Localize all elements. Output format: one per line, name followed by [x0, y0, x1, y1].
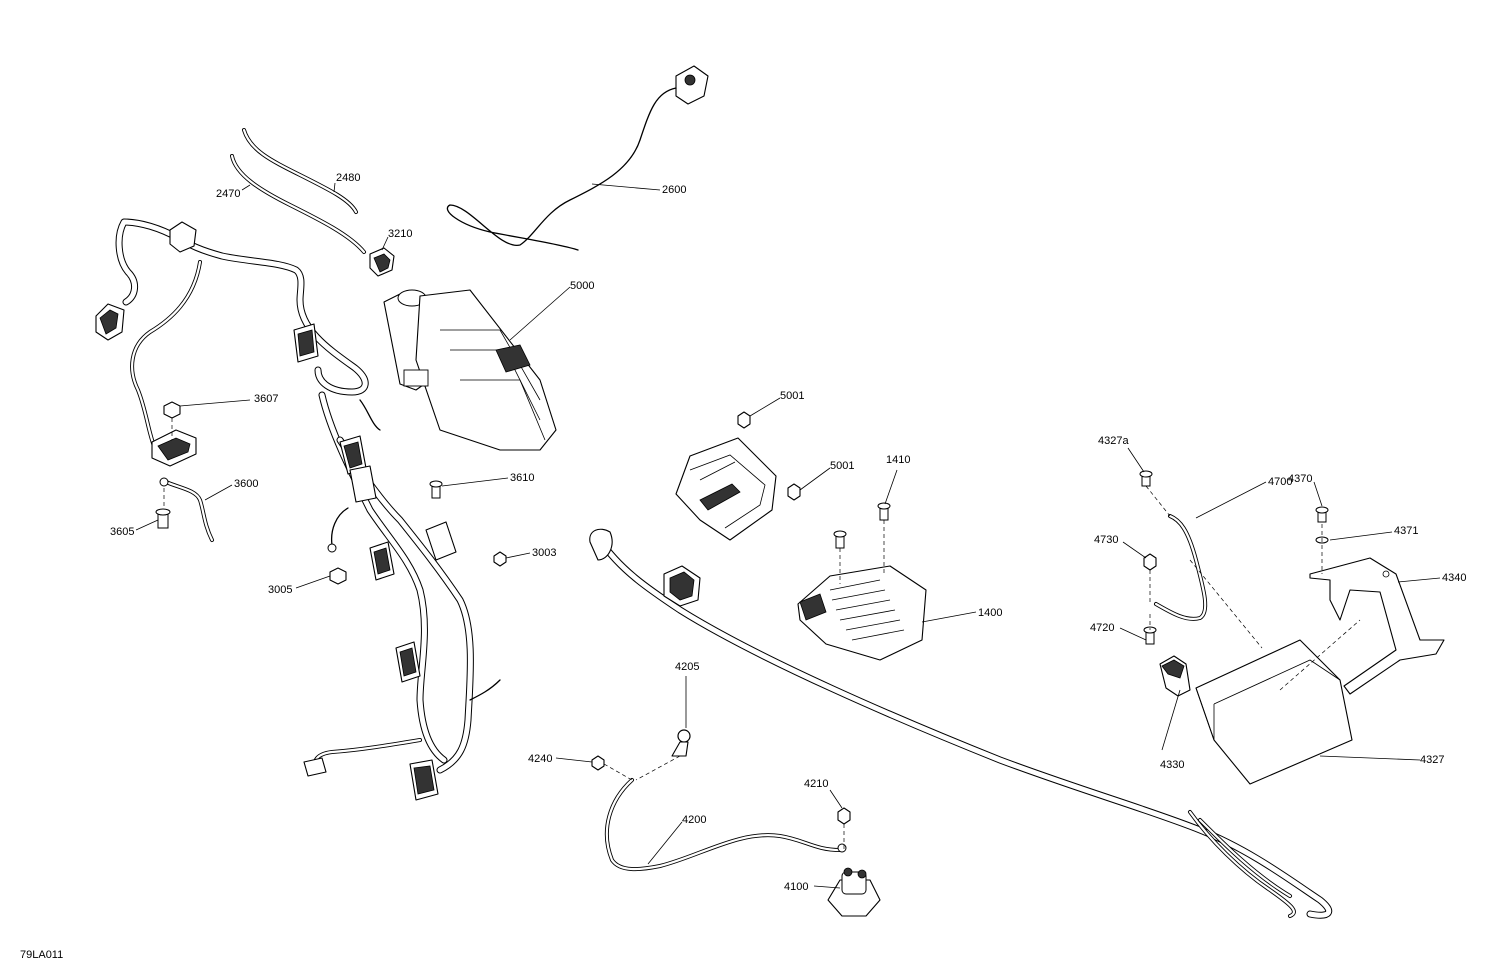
- battery-4327: [1159, 619, 1361, 785]
- fasteners-harness: [329, 480, 507, 585]
- callout-4240: 4240: [528, 753, 552, 765]
- callout-4700: 4700: [1268, 476, 1292, 488]
- callout-4205: 4205: [675, 661, 699, 673]
- callout-3610: 3610: [510, 472, 534, 484]
- vent-tubes: [230, 128, 366, 254]
- callout-4330: 4330: [1160, 759, 1184, 771]
- callout-3005: 3005: [268, 584, 292, 596]
- callout-4200: 4200: [682, 814, 706, 826]
- callout-2600: 2600: [662, 184, 686, 196]
- battery-bracket-4340: [1309, 506, 1445, 695]
- connector-3210: [369, 247, 395, 277]
- callout-4371: 4371: [1394, 525, 1418, 537]
- ecm-module-5000: [383, 289, 557, 451]
- cable-4700: [1139, 470, 1263, 649]
- callout-4327: 4327: [1420, 754, 1444, 766]
- callout-4100: 4100: [784, 881, 808, 893]
- sensor-assembly-3600: [151, 401, 214, 542]
- callout-4210: 4210: [804, 778, 828, 790]
- callout-3605: 3605: [110, 526, 134, 538]
- callout-3600: 3600: [234, 478, 258, 490]
- callout-4720: 4720: [1090, 622, 1114, 634]
- callout-4340: 4340: [1442, 572, 1466, 584]
- callout-5000: 5000: [570, 280, 594, 292]
- callout-3210: 3210: [388, 228, 412, 240]
- sensor-2600: [446, 65, 709, 251]
- callout-1410: 1410: [886, 454, 910, 466]
- callout-2480: 2480: [336, 172, 360, 184]
- callout-3607: 3607: [254, 393, 278, 405]
- cable-4200-solenoid-4100: [591, 729, 881, 917]
- main-wiring-harness: [95, 218, 501, 801]
- callout-4370: 4370: [1288, 473, 1312, 485]
- callout-3003: 3003: [532, 547, 556, 559]
- callout-2470: 2470: [216, 188, 240, 200]
- callout-4730: 4730: [1094, 534, 1118, 546]
- callout-4327a: 4327a: [1098, 435, 1129, 447]
- leader-lines: [135, 182, 1441, 889]
- module-5001: [675, 411, 801, 541]
- callout-labels: 2480 2470 2600 3210 5000 3607 3600 3605 …: [110, 172, 1466, 893]
- voltage-regulator-1400: [797, 502, 927, 661]
- diagram-reference-code: 79LA011: [20, 949, 63, 961]
- callout-5001-lower: 5001: [830, 460, 854, 472]
- long-harness: [589, 528, 1333, 919]
- callout-5001-upper: 5001: [780, 390, 804, 402]
- callout-1400: 1400: [978, 607, 1002, 619]
